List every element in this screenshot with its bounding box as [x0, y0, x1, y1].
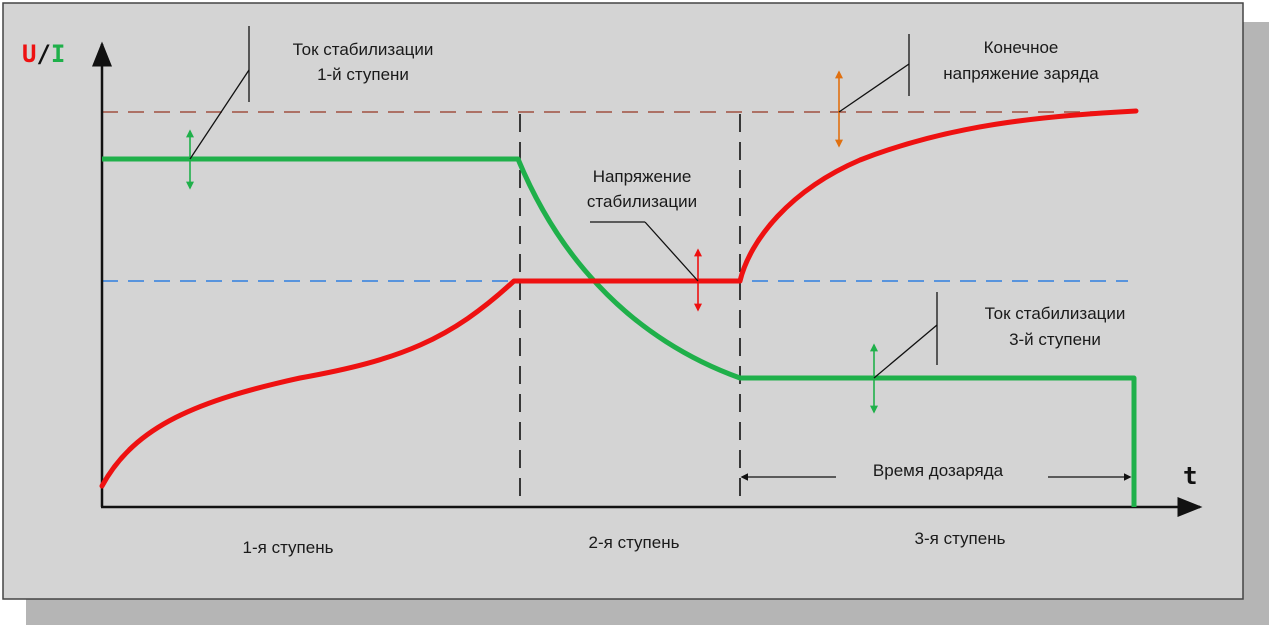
- voltage-symbol: U: [22, 40, 36, 68]
- voltage-curve: [99, 108, 1139, 489]
- current-curve: [102, 156, 1137, 507]
- leader-lines: [189, 26, 938, 379]
- current-symbol: I: [51, 40, 65, 68]
- stage-3-label: 3-я ступень: [915, 529, 1006, 548]
- stab-current-3-label-line1: Ток стабилизации: [985, 304, 1126, 323]
- recharge-time-label: Время дозаряда: [873, 461, 1004, 480]
- final-voltage-label-line2: напряжение заряда: [943, 64, 1099, 83]
- stab-current-1-label-line1: Ток стабилизации: [293, 40, 434, 59]
- stage-2-label: 2-я ступень: [589, 533, 680, 552]
- stab-current-3-label-line2: 3-й ступени: [1009, 330, 1101, 349]
- panel-background: [2, 2, 1244, 600]
- stab-current-1-label-line2: 1-й ступени: [317, 65, 409, 84]
- stab-voltage-label-line2: стабилизации: [587, 192, 697, 211]
- y-axis-label: U/I: [22, 40, 65, 68]
- stab-voltage-label-line1: Напряжение: [593, 167, 692, 186]
- stage-1-label: 1-я ступень: [243, 538, 334, 557]
- x-axis-label: t: [1183, 462, 1197, 490]
- final-voltage-label-line1: Конечное: [984, 38, 1059, 57]
- axis-separator: /: [36, 40, 50, 68]
